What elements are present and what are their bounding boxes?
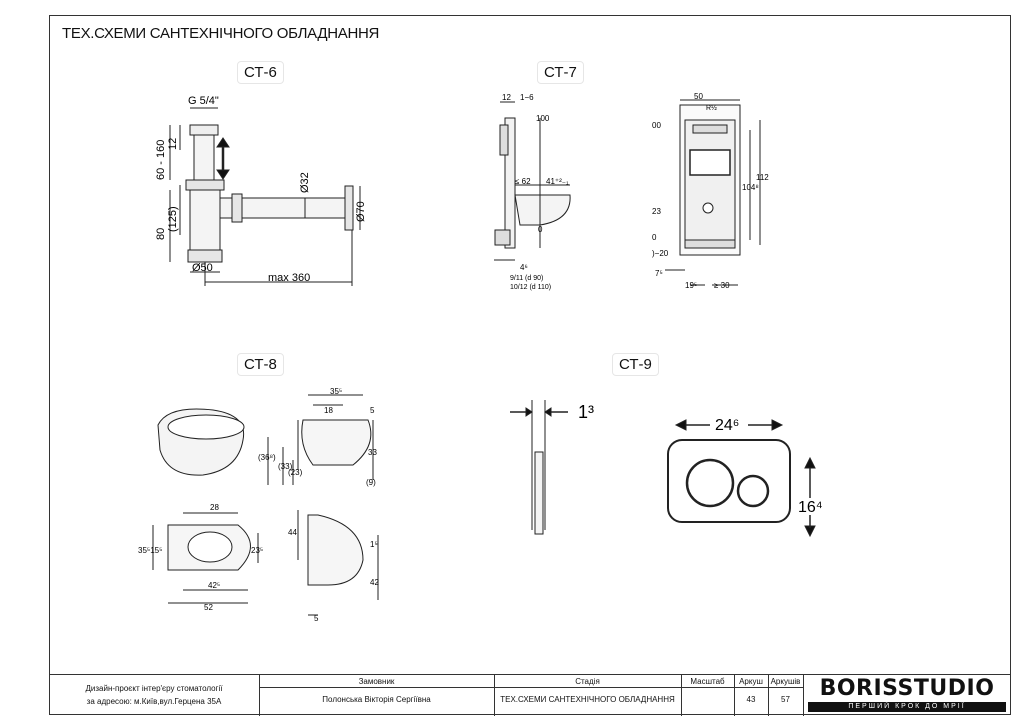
dim-max-length: max 360	[268, 272, 310, 284]
dim-d18: 18	[324, 406, 333, 415]
dim-d425: 42⁵	[208, 581, 220, 590]
frame-drawing: 12 1−6 100 ≤ 62 41⁺²₋₁ 0 4⁶ 9/11 (d 90) …	[494, 92, 769, 291]
dim-b19: 19⁵	[685, 281, 697, 290]
dim-12: 12	[167, 138, 179, 150]
figure-label-ct8: СТ-8	[237, 353, 284, 376]
dim-d5b: 5	[314, 614, 319, 623]
dim-d33a: (33)	[278, 462, 293, 471]
dim-b23: 23	[652, 207, 661, 216]
dim-b20: )−20	[652, 249, 669, 258]
siphon-cap	[189, 124, 219, 136]
dim-a62: ≤ 62	[515, 177, 531, 186]
dim-d5: 5	[370, 406, 375, 415]
dim-plate-thickness: 1³	[578, 402, 594, 422]
dim-d235: 23⁵	[251, 546, 263, 555]
dim-d44: 44	[288, 528, 297, 537]
sheet-header: Аркуш	[739, 676, 763, 686]
dim-80: 80	[155, 228, 167, 240]
dim-a16: 1−6	[520, 93, 534, 102]
figure-label-ct9: СТ-9	[612, 353, 659, 376]
stage-value: ТЕХ.СХЕМИ САНТЕХНІЧНОГО ОБЛАДНАННЯ	[500, 694, 675, 704]
stage-header: Стадія	[575, 676, 600, 686]
dim-d355: 35⁵	[330, 387, 342, 396]
dim-d32: Ø32	[299, 172, 311, 193]
dim-a12: 12	[502, 93, 511, 102]
flush-plate-drawing: 1³ 24⁶ 16⁴	[510, 400, 823, 538]
dim-plate-width: 24⁶	[715, 417, 739, 434]
dim-b0: 0	[652, 233, 657, 242]
figure-label-ct6: СТ-6	[237, 61, 284, 84]
customer-value: Полонська Вікторія Сергіївна	[322, 694, 431, 704]
toilet-drawing: 35⁵ 18 5 (36⁸) (33) (23) 33 (9) 28 35⁵15…	[138, 387, 379, 623]
figure-label-ct7: СТ-7	[537, 61, 584, 84]
dim-d33: 33	[368, 448, 377, 457]
dim-b50: 50	[694, 92, 703, 101]
brand-name: BORISSTUDIO	[819, 676, 995, 701]
dim-d42: 42	[370, 578, 379, 587]
dim-b-thread: R½	[706, 104, 717, 112]
dim-d50: Ø50	[192, 262, 213, 274]
brand-tagline: ПЕРШИЙ КРОК ДО МРІЇ	[808, 702, 1006, 712]
scale-header: Масштаб	[690, 676, 725, 686]
project-line-2: за адресою: м.Київ,вул.Герцена 35А	[86, 696, 222, 706]
dim-d15: 1⁵	[370, 540, 378, 549]
dim-d9: (9)	[366, 478, 376, 487]
sheets-header: Аркушів	[770, 676, 801, 686]
sheets-total: 57	[781, 694, 790, 704]
dim-d52: 52	[204, 603, 213, 612]
siphon-drawing: G 5/4" 60 - 160 12 80 (125) Ø32 Ø70 Ø50 …	[155, 95, 367, 286]
dim-b112: 112	[756, 173, 769, 182]
dim-a1012: 10/12 (d 110)	[510, 284, 551, 291]
dim-d28: 28	[210, 503, 219, 512]
customer-header: Замовник	[358, 676, 395, 686]
drawing-frame	[49, 15, 1011, 715]
dim-b30: ≥ 30	[714, 281, 730, 290]
dim-d368: (36⁸)	[258, 453, 276, 462]
dim-a0: 0	[538, 225, 543, 234]
dim-d70: Ø70	[355, 201, 367, 222]
dim-b7: 7⁵	[655, 269, 663, 278]
sheet-title: ТЕХ.СХЕМИ САНТЕХНІЧНОГО ОБЛАДНАННЯ	[62, 25, 380, 42]
flush-plate-outline	[667, 439, 791, 523]
dim-height-range: 60 - 160	[155, 140, 167, 180]
dim-b104: 104⁸	[742, 183, 759, 192]
dim-125: (125)	[167, 206, 179, 232]
dim-b00: 00	[652, 121, 661, 130]
sheet-number: 43	[746, 694, 756, 704]
dim-a100: 100	[536, 114, 550, 123]
project-line-1: Дизайн-проєкт інтер'єру стоматології	[85, 683, 223, 693]
dim-a41: 41⁺²₋₁	[546, 177, 569, 186]
dim-a4: 4⁶	[520, 263, 528, 272]
dim-d3515: 35⁵15⁵	[138, 546, 162, 555]
title-block: Дизайн-проєкт інтер'єру стоматології за …	[49, 674, 1011, 716]
flush-button-large	[685, 458, 735, 508]
brand-logo: BORISSTUDIO ПЕРШИЙ КРОК ДО МРІЇ	[804, 676, 1010, 713]
dim-thread: G 5/4"	[188, 95, 219, 107]
flush-button-small	[736, 474, 770, 508]
dim-a911: 9/11 (d 90)	[510, 275, 543, 282]
dim-plate-height: 16⁴	[798, 499, 823, 516]
dim-d23: (23)	[288, 468, 303, 477]
